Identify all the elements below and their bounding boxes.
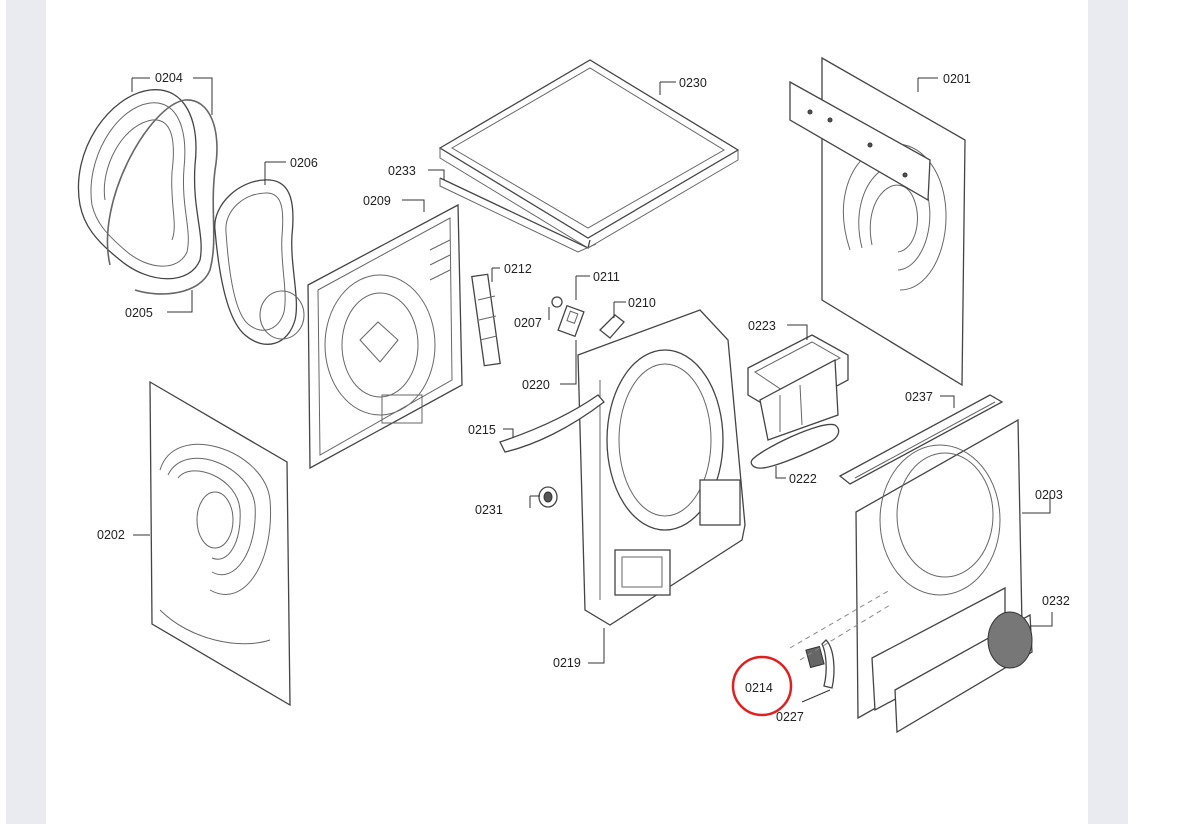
part-0222-seal: [750, 423, 840, 469]
part-0223-filter: [747, 334, 849, 441]
part-0209-rear-panel: [307, 203, 463, 470]
label-0205: 0205: [125, 306, 153, 320]
part-0212-hinge-strip: [471, 273, 501, 367]
part-0211-latch: [557, 304, 585, 338]
part-0201-side-panel: [789, 56, 966, 387]
label-0211: 0211: [593, 270, 620, 284]
part-0233-top-panel: [439, 177, 597, 253]
part-0215-arc-bracket: [499, 394, 605, 453]
part-0207-knob: [551, 296, 563, 308]
part-0206-door-frame: [214, 179, 305, 345]
label-0214: 0214: [745, 681, 773, 695]
part-0237-top-trim: [838, 394, 1004, 485]
part-0202-side-panel: [149, 380, 291, 707]
label-0231: 0231: [475, 503, 503, 517]
label-0210: 0210: [628, 296, 656, 310]
label-0215: 0215: [468, 423, 496, 437]
label-0219: 0219: [553, 656, 581, 670]
label-0220: 0220: [522, 378, 550, 392]
label-0212: 0212: [504, 262, 532, 276]
highlight-circle-0214: [731, 655, 793, 717]
part-0219-front-frame: [577, 309, 746, 626]
label-0230: 0230: [679, 76, 707, 90]
part-0204-door-seal: [77, 89, 202, 280]
left-edge-strip: [0, 0, 6, 824]
label-0203: 0203: [1035, 488, 1063, 502]
label-0232: 0232: [1042, 594, 1070, 608]
label-0209: 0209: [363, 194, 391, 208]
part-0210-bracket: [599, 314, 625, 339]
part-0231-pump: [538, 486, 558, 508]
leader-lines: [131, 77, 1053, 703]
part-0227-lever: [821, 639, 835, 689]
label-0202: 0202: [97, 528, 125, 542]
part-0205-gasket: [106, 99, 218, 295]
label-0222: 0222: [789, 472, 817, 486]
label-0201: 0201: [943, 72, 971, 86]
label-0233: 0233: [388, 164, 416, 178]
label-0223: 0223: [748, 319, 776, 333]
label-0204: 0204: [155, 71, 183, 85]
label-0206: 0206: [290, 156, 318, 170]
part-0214-switch: [805, 645, 825, 669]
alignment-lines: [789, 589, 891, 661]
right-edge-strip: [1128, 0, 1179, 824]
label-0227: 0227: [776, 710, 804, 724]
label-0207: 0207: [514, 316, 542, 330]
part-0232-vent-grille: [894, 611, 1033, 734]
label-0237: 0237: [905, 390, 933, 404]
